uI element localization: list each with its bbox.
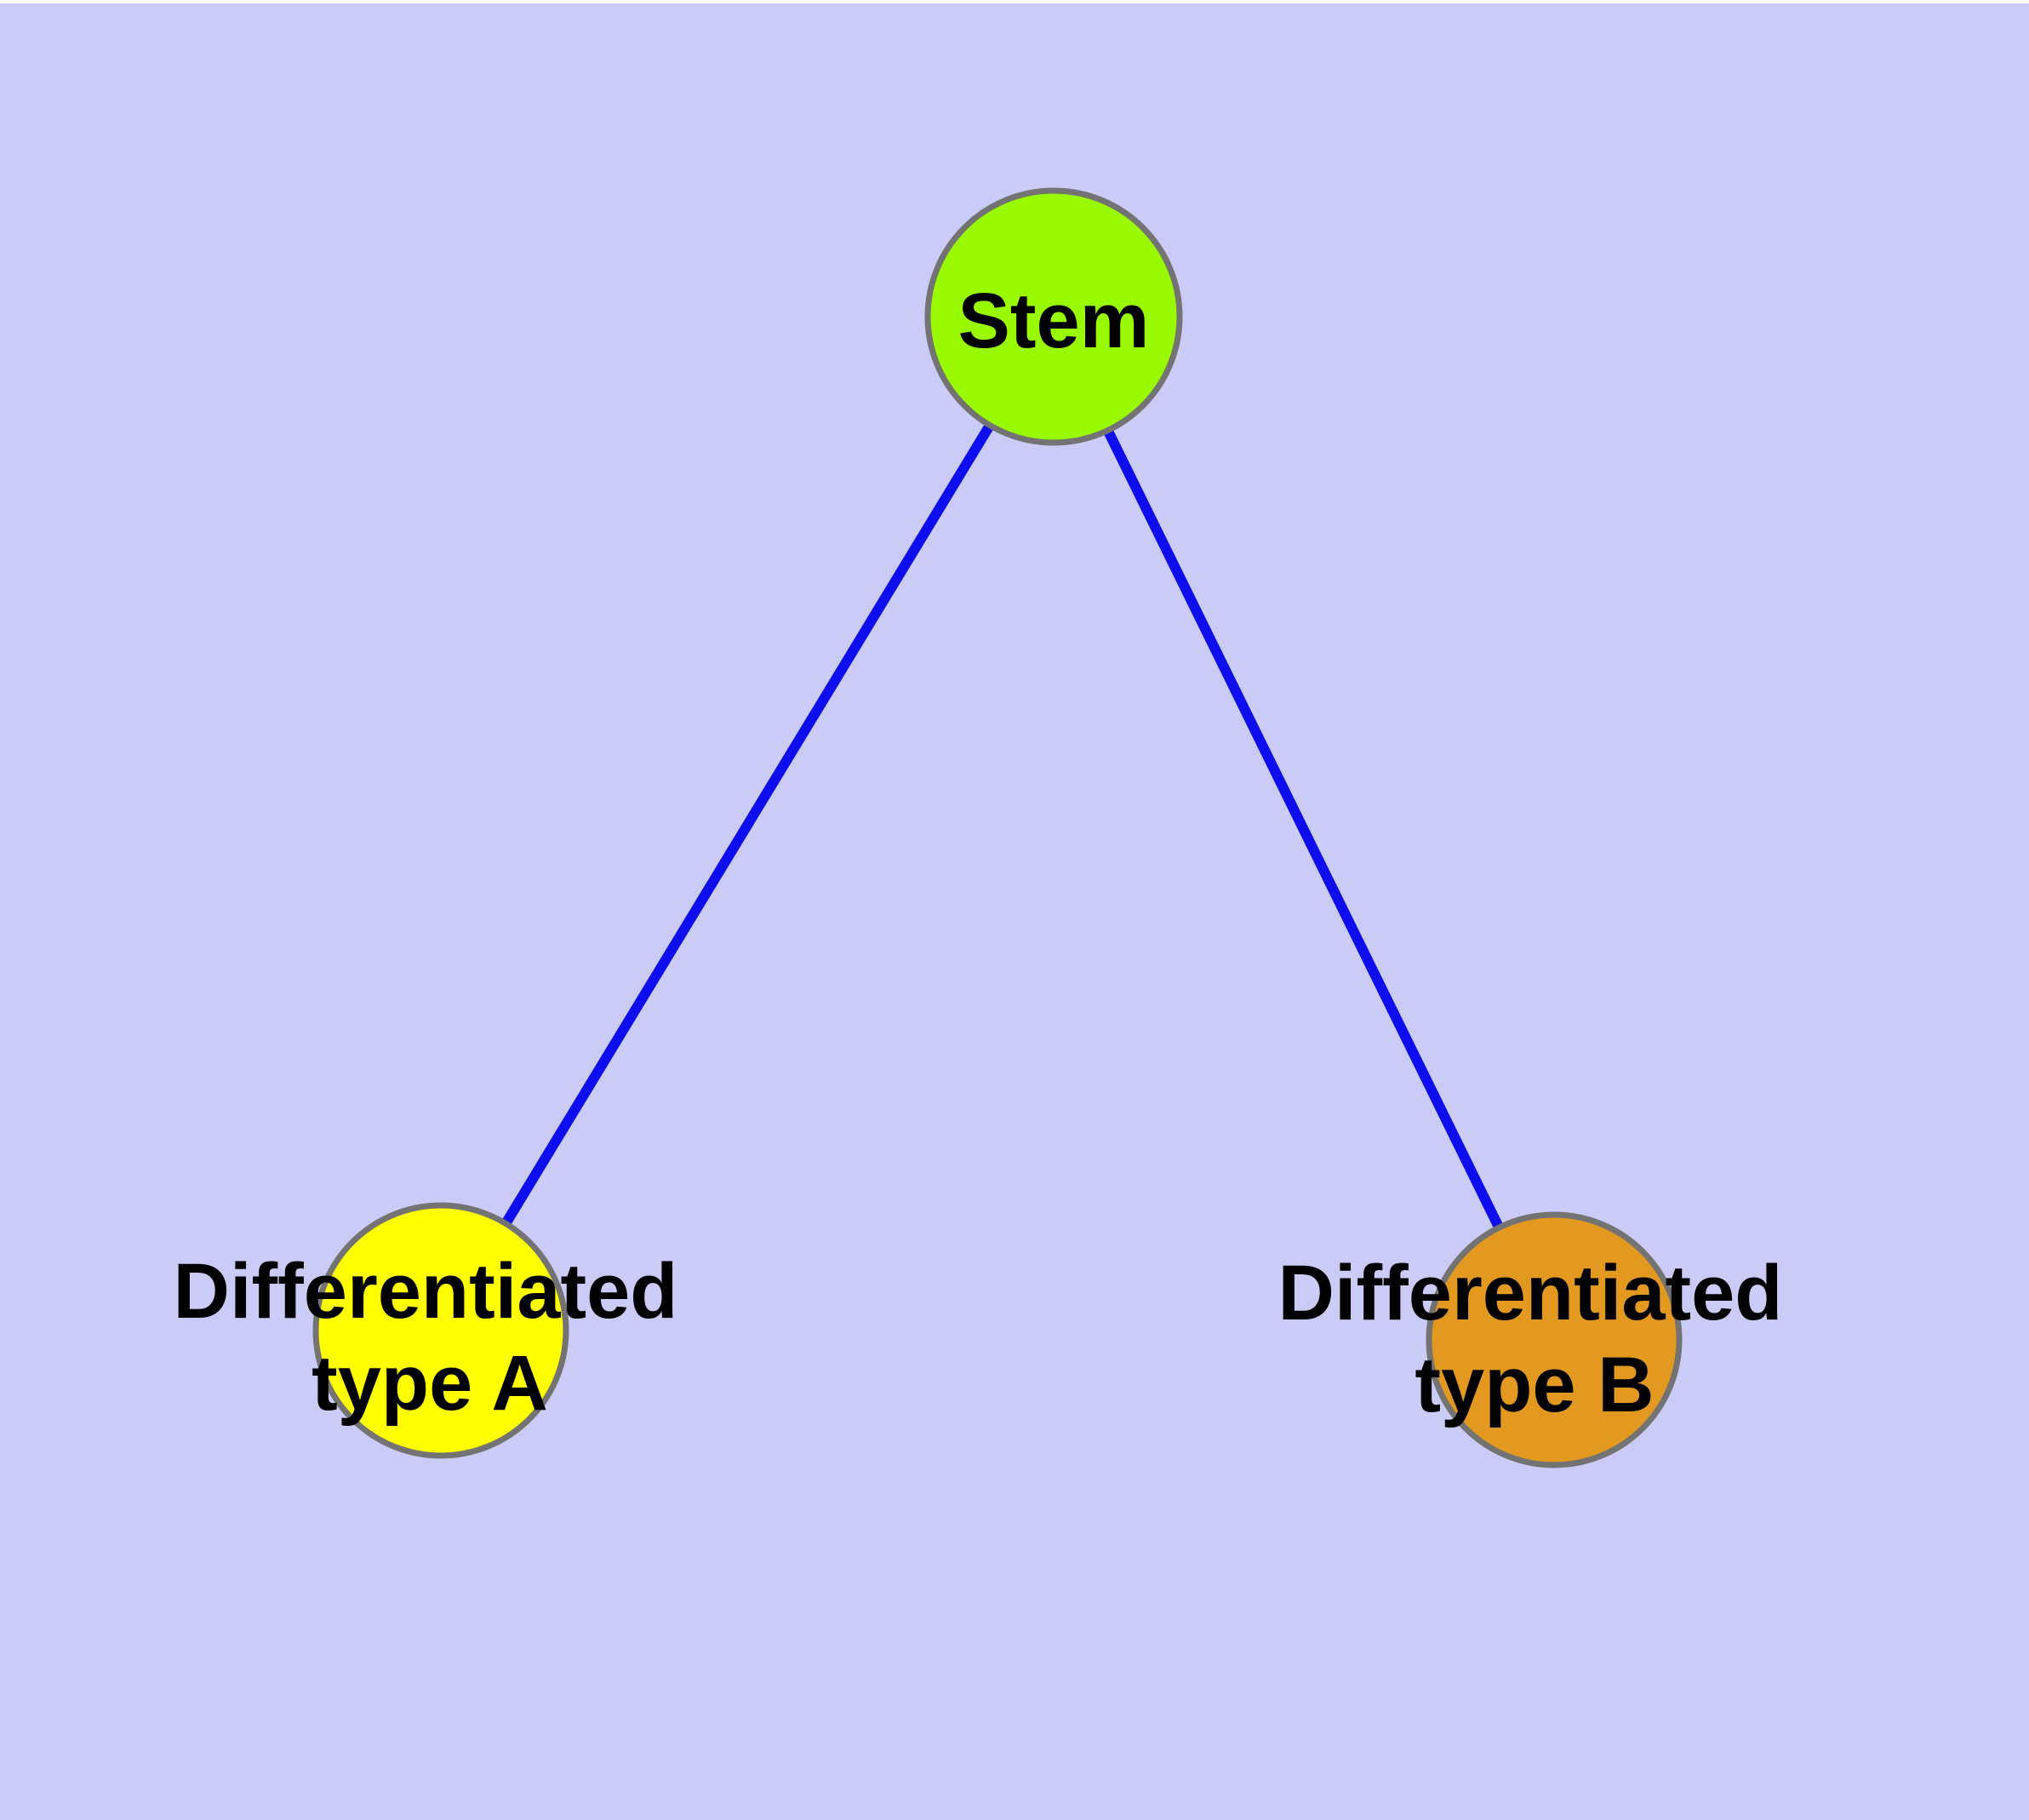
- node-type-b-label-line1: Differentiated: [1278, 1250, 1783, 1336]
- node-type-a-label-line2: type A: [311, 1340, 548, 1427]
- node-differentiated-type-b: [1426, 1211, 1683, 1468]
- edge-stem-to-type-a: [436, 317, 1059, 1334]
- node-stem: [924, 187, 1183, 446]
- node-stem-label: Stem: [958, 278, 1150, 364]
- edge-stem-to-type-b: [1049, 318, 1559, 1342]
- node-differentiated-type-a: [312, 1202, 569, 1459]
- node-type-b-label-line2: type B: [1415, 1342, 1654, 1428]
- node-type-a-label-line1: Differentiated: [174, 1248, 678, 1335]
